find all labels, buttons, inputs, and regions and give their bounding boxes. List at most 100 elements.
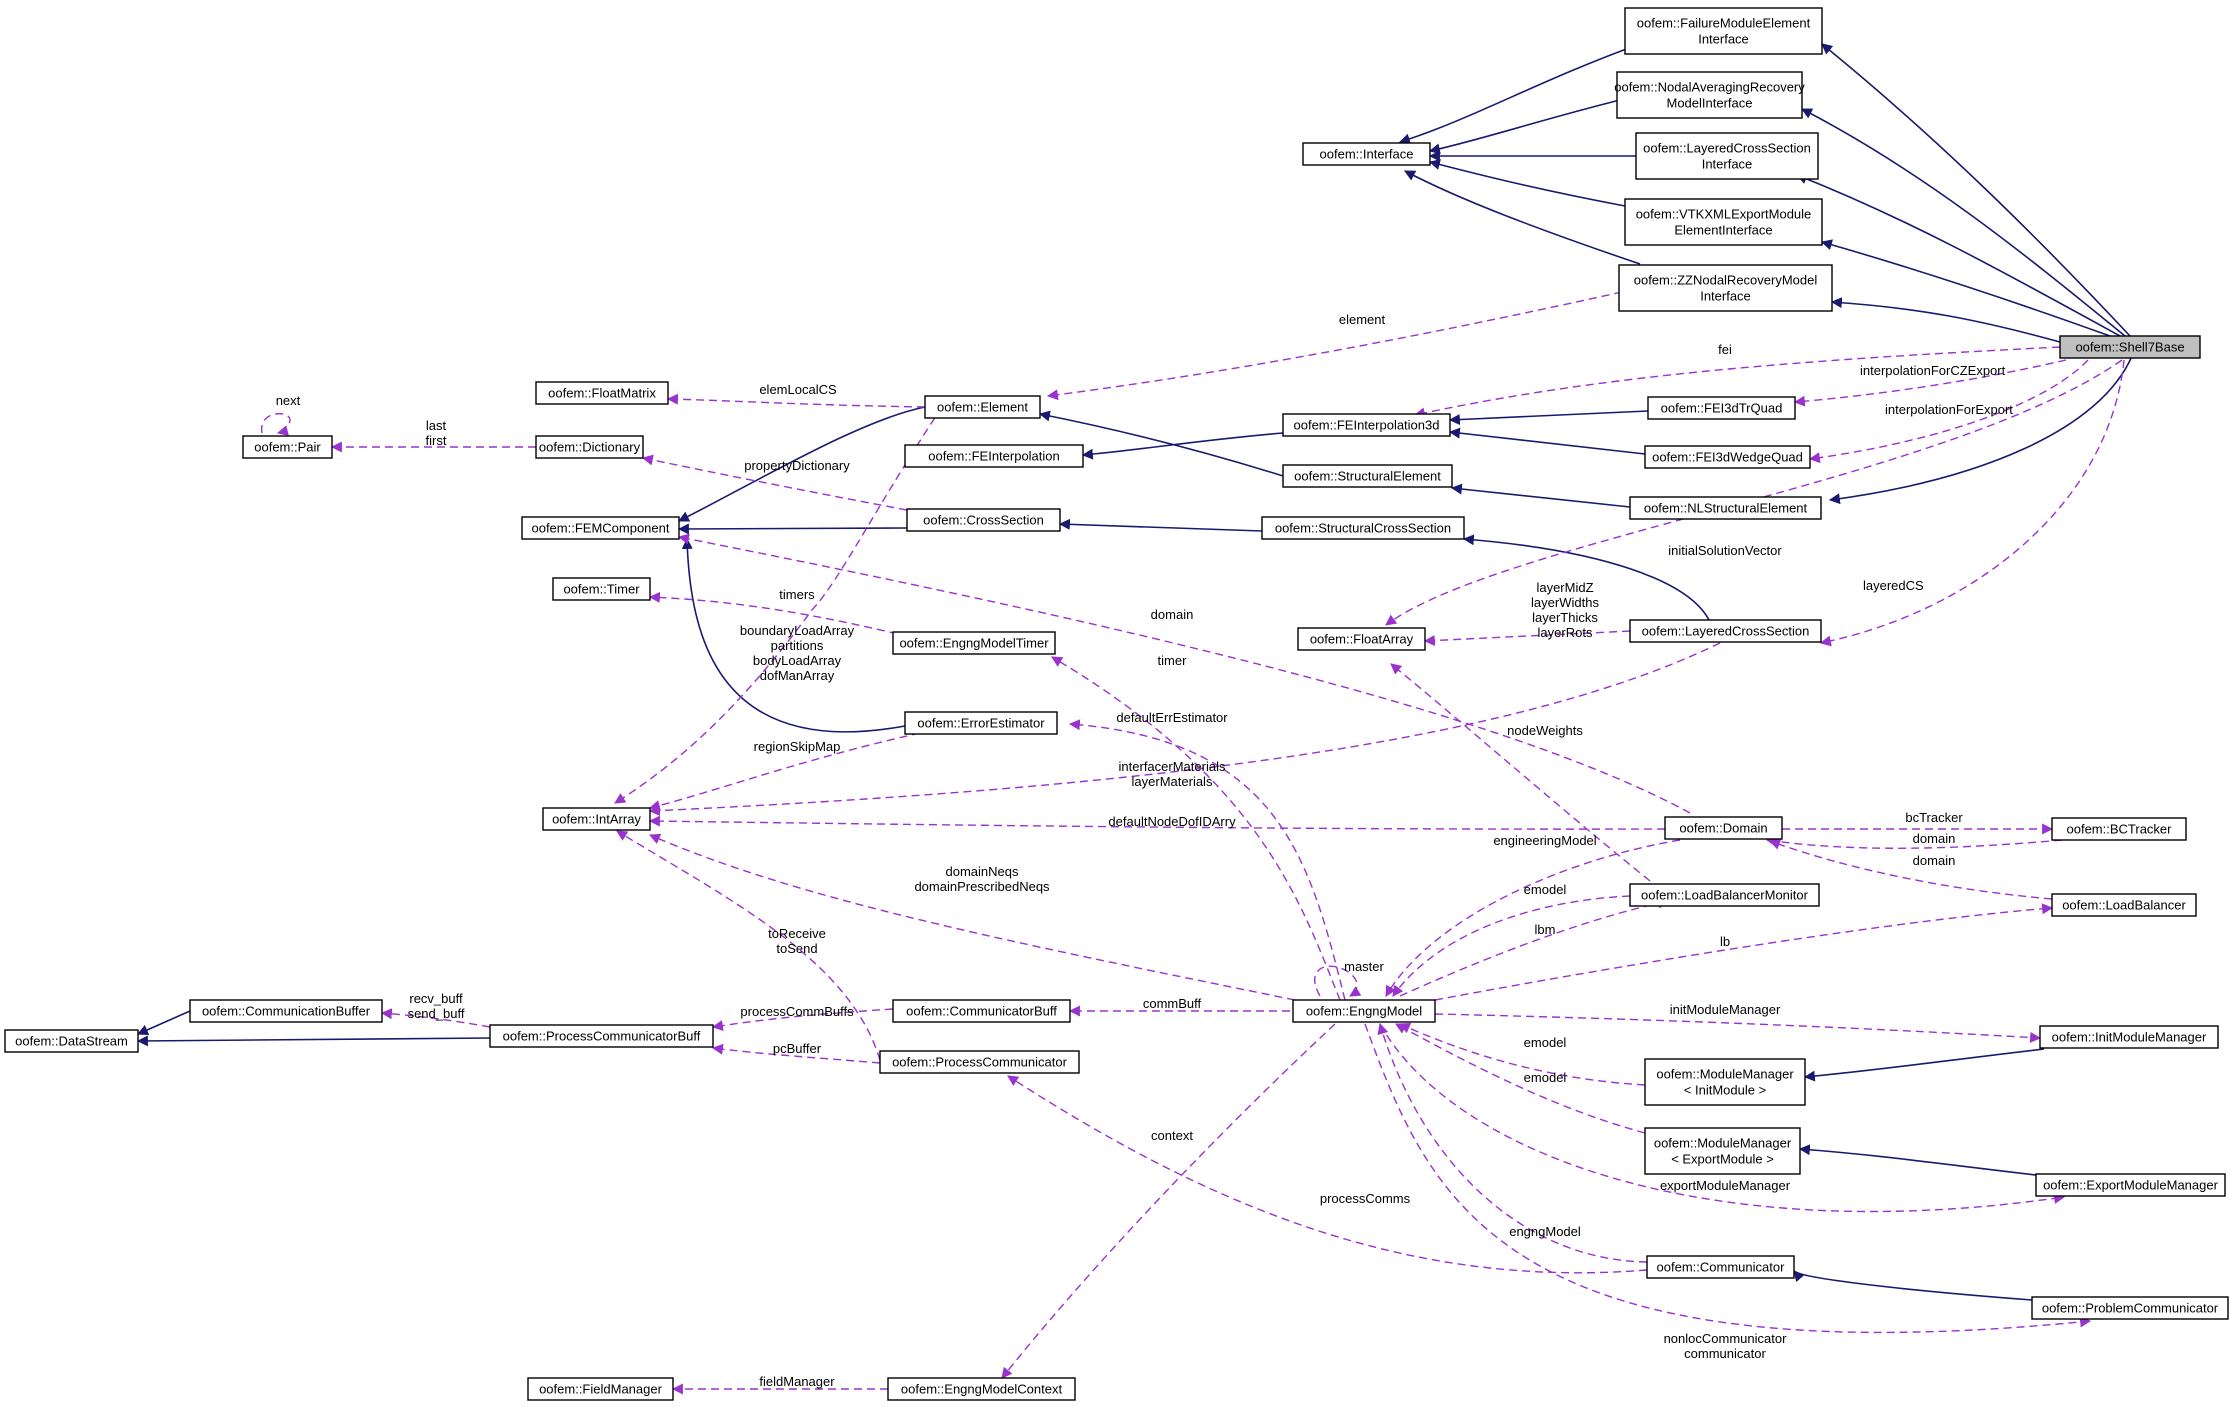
class-node-box — [242, 435, 333, 459]
class-node-layeredcs[interactable]: oofem::LayeredCrossSection — [1629, 619, 1822, 643]
class-node-element[interactable]: oofem::Element — [924, 395, 1041, 419]
edge-emodel-init — [1398, 1023, 1646, 1086]
class-node-box — [1292, 999, 1436, 1023]
class-node-femcomponent[interactable]: oofem::FEMComponent — [521, 516, 680, 540]
class-node-interface[interactable]: oofem::Interface — [1302, 142, 1431, 166]
edge-label-domainNeqs: domainNeqs — [946, 864, 1019, 879]
edge-element — [1046, 291, 1623, 401]
class-node-floatmatrix[interactable]: oofem::FloatMatrix — [535, 381, 669, 405]
class-node-errorestimator[interactable]: oofem::ErrorEstimator — [904, 711, 1058, 735]
class-node-loadbalancermonitor[interactable]: oofem::LoadBalancerMonitor — [1629, 883, 1820, 907]
class-node-box — [527, 1377, 674, 1401]
class-node-communicator[interactable]: oofem::Communicator — [1646, 1255, 1795, 1279]
edge-initmodulemanager-mm — [1803, 1048, 2045, 1082]
edge-processCommBuffs — [711, 1008, 894, 1031]
class-node-datastream[interactable]: oofem::DataStream — [4, 1029, 139, 1053]
class-node-label: oofem::Communicator — [1657, 1260, 1786, 1275]
class-node-label: oofem::NLStructuralElement — [1644, 501, 1808, 516]
edge-domain-bct — [1765, 835, 2063, 849]
edge-exportModuleManager — [1379, 1023, 2066, 1213]
class-node-fei3dwedgequad[interactable]: oofem::FEI3dWedgeQuad — [1644, 445, 1811, 469]
edge-crosssection-femcomponent — [677, 523, 908, 535]
class-node-label: < ExportModule > — [1671, 1152, 1774, 1167]
class-node-communicatorbuff[interactable]: oofem::CommunicatorBuff — [892, 999, 1071, 1023]
edge-nonloc — [1364, 1023, 2092, 1334]
class-node-domain[interactable]: oofem::Domain — [1664, 816, 1783, 840]
class-node-pair[interactable]: oofem::Pair — [242, 435, 333, 459]
class-node-bctracker[interactable]: oofem::BCTracker — [2051, 817, 2187, 841]
class-node-label: oofem::LoadBalancerMonitor — [1641, 888, 1809, 903]
edge-label-last-first: first — [426, 433, 447, 448]
class-node-floatarray[interactable]: oofem::FloatArray — [1297, 627, 1426, 651]
class-node-box — [1635, 132, 1819, 180]
class-node-shell7base[interactable]: oofem::Shell7Base — [2059, 335, 2201, 359]
class-node-label: oofem::FEI3dWedgeQuad — [1652, 450, 1803, 465]
class-node-mm-export[interactable]: oofem::ModuleManager< ExportModule > — [1644, 1127, 1801, 1175]
class-node-engngmodeltimer[interactable]: oofem::EngngModelTimer — [892, 631, 1056, 655]
class-node-box — [535, 381, 669, 405]
class-node-communicationbuffer[interactable]: oofem::CommunicationBuffer — [189, 999, 383, 1023]
class-node-label: oofem::Element — [937, 400, 1028, 415]
class-node-engngmodelcontext[interactable]: oofem::EngngModelContext — [887, 1377, 1076, 1401]
class-node-fieldmanager[interactable]: oofem::FieldManager — [527, 1377, 674, 1401]
edge-nodeWeights — [1390, 663, 1651, 882]
class-node-label: oofem::StructuralCrossSection — [1275, 521, 1451, 536]
edge-label-propertyDictionary: propertyDictionary — [744, 458, 850, 473]
edge-trquad-feinterp3d — [1448, 410, 1649, 426]
edge-exportmodulemanager-mm — [1798, 1144, 2037, 1176]
class-node-label: oofem::ProcessCommunicator — [892, 1055, 1068, 1070]
edge-boundary-arrays — [614, 406, 943, 804]
class-node-feinterpolation[interactable]: oofem::FEInterpolation — [904, 444, 1084, 468]
class-node-dictionary[interactable]: oofem::Dictionary — [535, 435, 644, 459]
class-node-structuralelement[interactable]: oofem::StructuralElement — [1282, 464, 1453, 488]
class-node-structuralcs[interactable]: oofem::StructuralCrossSection — [1261, 516, 1465, 540]
class-node-box — [1624, 7, 1823, 55]
class-node-nlstructuralelement[interactable]: oofem::NLStructuralElement — [1629, 496, 1822, 520]
class-node-label: oofem::InitModuleManager — [2052, 1030, 2207, 1045]
class-node-nodalavg-iface[interactable]: oofem::NodalAveragingRecoveryModelInterf… — [1614, 71, 1805, 119]
edge-layeredcs-structuralcs — [1462, 534, 1711, 623]
edge-label-domain-top: domain — [1151, 607, 1194, 622]
edge-processcommbuff-datastream — [136, 1035, 491, 1047]
edge-errorestimator-femcomponent — [681, 537, 906, 733]
class-node-label: oofem::Shell7Base — [2075, 340, 2184, 355]
class-node-label: oofem::FEInterpolation3d — [1294, 418, 1440, 433]
class-node-box — [2051, 817, 2187, 841]
class-node-initmodulemanager[interactable]: oofem::InitModuleManager — [2039, 1025, 2219, 1049]
class-node-label: oofem::NodalAveragingRecovery — [1614, 80, 1805, 95]
class-node-exportmodulemanager[interactable]: oofem::ExportModuleManager — [2035, 1173, 2226, 1197]
edge-label-boundary-arrays: boundaryLoadArray — [740, 623, 855, 638]
class-node-label: oofem::FloatMatrix — [548, 386, 656, 401]
class-node-vtk-iface[interactable]: oofem::VTKXMLExportModuleElementInterfac… — [1624, 198, 1823, 246]
class-node-problemcommunicator[interactable]: oofem::ProblemCommunicator — [2031, 1296, 2229, 1320]
class-node-timer[interactable]: oofem::Timer — [552, 577, 651, 601]
class-node-label: oofem::ProcessCommunicatorBuff — [503, 1029, 701, 1044]
class-node-crosssection[interactable]: oofem::CrossSection — [906, 508, 1061, 532]
edge-regionSkipMap — [648, 732, 921, 811]
class-node-label: oofem::Interface — [1320, 147, 1414, 162]
edge-toReceive — [616, 830, 881, 1061]
class-node-box — [1629, 883, 1820, 907]
edge-label-emodel-lbm: emodel — [1524, 882, 1567, 897]
class-node-loadbalancer[interactable]: oofem::LoadBalancer — [2051, 893, 2197, 917]
class-node-mm-init[interactable]: oofem::ModuleManager< InitModule > — [1644, 1058, 1806, 1106]
class-node-label: oofem::EngngModelTimer — [899, 636, 1049, 651]
edge-label-nodeWeights: nodeWeights — [1507, 723, 1583, 738]
edge-label-next: next — [276, 393, 301, 408]
edge-propertyDictionary — [641, 454, 908, 511]
class-node-label: ElementInterface — [1674, 223, 1772, 238]
class-node-box — [1629, 496, 1822, 520]
class-node-fei3dtrquad[interactable]: oofem::FEI3dTrQuad — [1647, 396, 1796, 420]
class-node-processcommbuff[interactable]: oofem::ProcessCommunicatorBuff — [489, 1024, 714, 1048]
class-node-box — [924, 395, 1041, 419]
class-node-feinterp3d[interactable]: oofem::FEInterpolation3d — [1282, 413, 1451, 437]
edge-label-materials: interfacerMaterials — [1119, 759, 1226, 774]
class-node-label: oofem::Dictionary — [539, 440, 641, 455]
class-node-processcommunicator[interactable]: oofem::ProcessCommunicator — [879, 1050, 1080, 1074]
edge-label-boundary-arrays: partitions — [771, 638, 824, 653]
class-node-intarray[interactable]: oofem::IntArray — [542, 807, 651, 831]
class-node-engngmodel[interactable]: oofem::EngngModel — [1292, 999, 1436, 1023]
